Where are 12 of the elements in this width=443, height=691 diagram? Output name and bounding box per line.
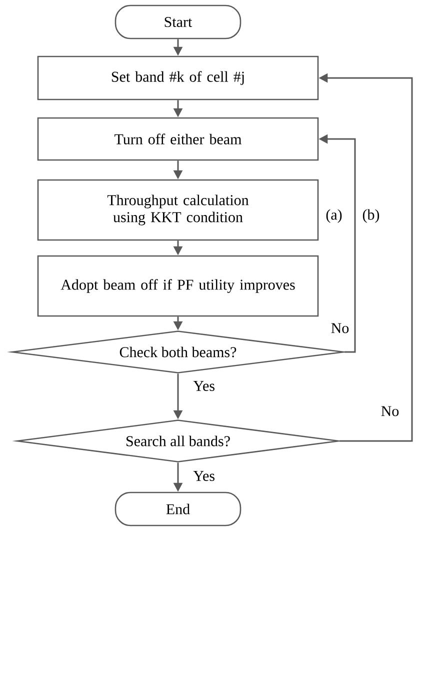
path-label: (b) xyxy=(362,209,380,223)
process-box: Throughput calculation using KKT condition xyxy=(37,179,319,241)
edge-label: Yes xyxy=(192,380,216,392)
edge-label: No xyxy=(330,322,350,334)
terminal-box: Start xyxy=(114,4,242,40)
process-box: Turn off either beam xyxy=(37,117,319,161)
edge-label: No xyxy=(380,405,400,418)
edge-label: Yes xyxy=(192,470,216,482)
process-box: Set band #k of cell #j xyxy=(37,56,319,100)
process-box: Adopt beam off if PF utility improves xyxy=(37,255,319,317)
terminal-box: End xyxy=(114,492,242,526)
path-label: (a) xyxy=(326,209,342,223)
